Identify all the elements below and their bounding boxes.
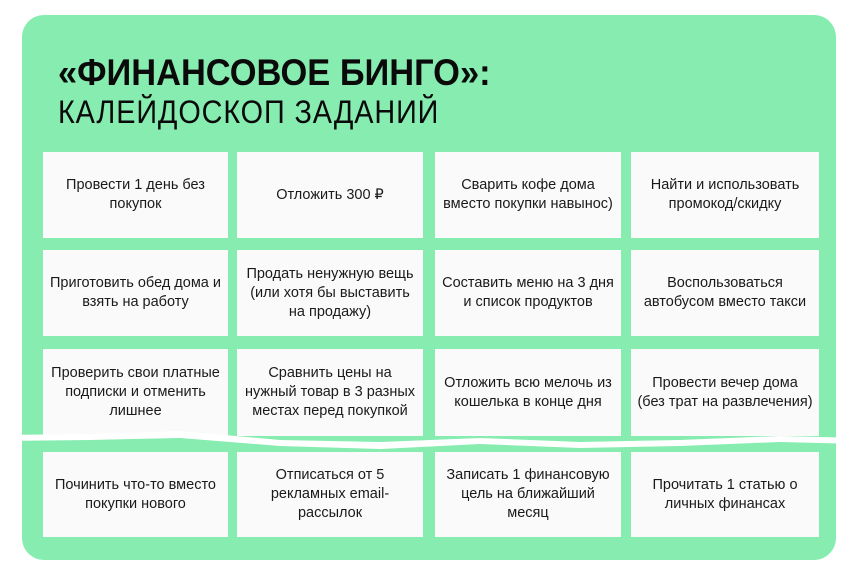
bingo-cell[interactable]: Починить что-то вместо покупки нового — [43, 452, 228, 537]
bingo-cell[interactable]: Сварить кофе дома вместо покупки навынос… — [435, 152, 621, 238]
bingo-cell[interactable]: Проверить свои платные подписки и отмени… — [43, 349, 228, 436]
bingo-cell[interactable]: Прочитать 1 статью о личных финансах — [631, 452, 819, 537]
bingo-cell[interactable]: Провести вечер дома (без трат на развлеч… — [631, 349, 819, 436]
bingo-cell[interactable]: Составить меню на 3 дня и список продукт… — [435, 250, 621, 336]
torn-divider — [0, 431, 860, 449]
bingo-cell[interactable]: Отложить 300 ₽ — [237, 152, 423, 238]
bingo-cell[interactable]: Продать ненужную вещь (или хотя бы выста… — [237, 250, 423, 336]
bingo-cell[interactable]: Воспользоваться автобусом вместо такси — [631, 250, 819, 336]
bingo-cell[interactable]: Сравнить цены на нужный товар в 3 разных… — [237, 349, 423, 436]
bingo-cell[interactable]: Отписаться от 5 рекламных email-рассылок — [237, 452, 423, 537]
bingo-cell[interactable]: Провести 1 день без покупок — [43, 152, 228, 238]
bingo-cell[interactable]: Отложить всю мелочь из кошелька в конце … — [435, 349, 621, 436]
bingo-cell[interactable]: Найти и использовать промокод/скидку — [631, 152, 819, 238]
bingo-cell[interactable]: Записать 1 финансовую цель на ближайший … — [435, 452, 621, 537]
subtitle: КАЛЕЙДОСКОП ЗАДАНИЙ — [58, 94, 440, 130]
title: «ФИНАНСОВОЕ БИНГО»: — [58, 52, 491, 93]
bingo-cell[interactable]: Приготовить обед дома и взять на работу — [43, 250, 228, 336]
